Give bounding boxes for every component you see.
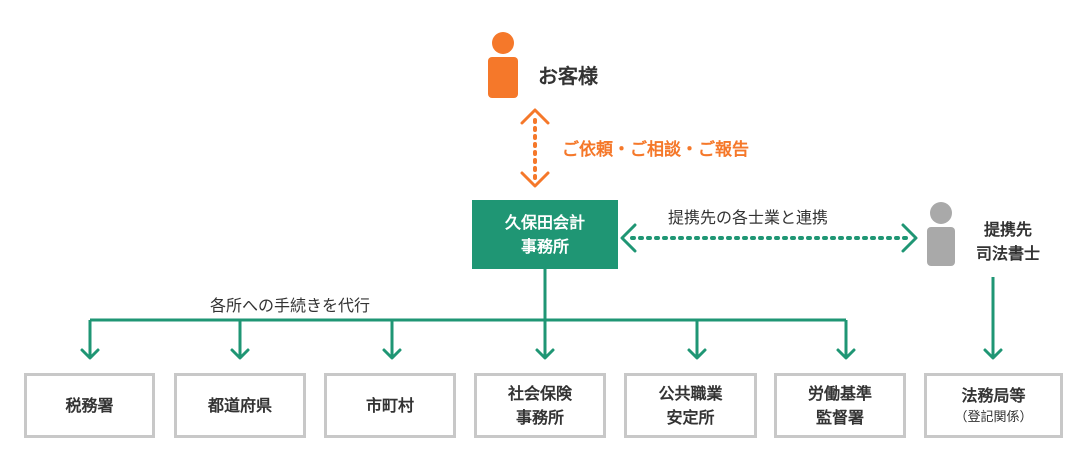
customer-person-icon bbox=[488, 32, 518, 98]
customer-label: お客様 bbox=[538, 64, 598, 88]
destination-line2: （登記関係） bbox=[954, 409, 1033, 425]
drop-arrowhead-5 bbox=[836, 348, 856, 360]
partner-label-line2: 司法書士 bbox=[975, 244, 1040, 263]
drop-arrowhead-2 bbox=[382, 348, 402, 360]
drop-arrowhead-3 bbox=[535, 348, 555, 360]
drop-arrowhead-1 bbox=[230, 348, 250, 360]
office-tree bbox=[80, 269, 856, 360]
destination-box-employment-office: 公共職業 安定所 bbox=[624, 373, 757, 438]
destination-box-labor-standards: 労働基準 監督署 bbox=[774, 373, 906, 438]
office-name-line2: 事務所 bbox=[520, 236, 569, 256]
destination-line2: 安定所 bbox=[666, 407, 715, 427]
destination-line1: 都道府県 bbox=[207, 395, 272, 415]
drop-arrowhead-4 bbox=[687, 348, 707, 360]
partner-link-label: 提携先の各士業と連携 bbox=[668, 208, 829, 227]
destination-line1: 労働基準 bbox=[807, 383, 872, 403]
destination-line2: 事務所 bbox=[515, 407, 564, 427]
destination-line1: 税務署 bbox=[65, 395, 114, 415]
destination-box-municipality: 市町村 bbox=[324, 373, 456, 438]
destination-line1: 公共職業 bbox=[658, 383, 723, 403]
office-name-line1: 久保田会計 bbox=[504, 212, 585, 232]
customer-link-label: ご依頼・ご相談・ご報告 bbox=[562, 140, 749, 160]
office-partner-arrow bbox=[620, 223, 918, 253]
partner-destination-arrow bbox=[983, 277, 1003, 360]
destination-line1: 社会保険 bbox=[507, 383, 572, 403]
office-box: 久保田会計 事務所 bbox=[472, 200, 618, 269]
destination-line2: 監督署 bbox=[815, 407, 864, 427]
partner-label-line1: 提携先 bbox=[983, 220, 1032, 239]
customer-office-arrow bbox=[520, 108, 550, 188]
partner-person-icon bbox=[927, 202, 955, 266]
partner-label: 提携先 司法書士 bbox=[960, 218, 1056, 266]
destination-box-tax-office: 税務署 bbox=[24, 373, 155, 438]
destination-box-prefecture: 都道府県 bbox=[174, 373, 306, 438]
destination-box-social-insurance: 社会保険 事務所 bbox=[474, 373, 606, 438]
destination-box-legal-affairs-bureau: 法務局等 （登記関係） bbox=[924, 373, 1063, 438]
drop-arrowhead-0 bbox=[80, 348, 100, 360]
proxy-label: 各所への手続きを代行 bbox=[210, 296, 371, 315]
destination-line1: 市町村 bbox=[365, 395, 414, 415]
destination-line1: 法務局等 bbox=[961, 385, 1026, 405]
